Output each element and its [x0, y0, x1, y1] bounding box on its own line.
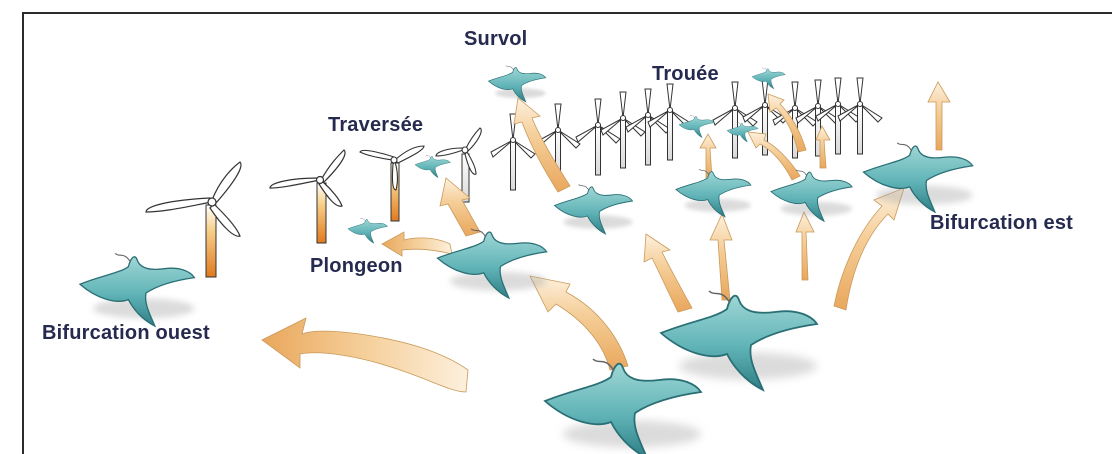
bird-icon — [80, 253, 194, 326]
bird-icon — [752, 68, 785, 89]
wind-turbine-icon — [648, 84, 692, 160]
wind-turbine-icon — [838, 78, 882, 154]
flight-arrow-icon — [644, 234, 692, 312]
label-bifurcation-est: Bifurcation est — [930, 212, 1073, 235]
label-plongeon: Plongeon — [310, 255, 403, 278]
flight-arrow-icon — [262, 318, 468, 392]
bird-icon — [555, 185, 633, 235]
bird-icon — [489, 66, 546, 102]
bird-icon — [438, 229, 547, 298]
bird-icon — [771, 170, 852, 221]
label-traversee: Traversée — [328, 114, 423, 137]
large-turbine-2 — [270, 150, 345, 243]
flight-arrow-icon — [710, 214, 732, 300]
bird-icon — [676, 169, 751, 217]
label-trouee: Trouée — [652, 63, 719, 86]
flight-arrow-icon — [700, 134, 716, 178]
wind-turbine-icon — [601, 92, 645, 168]
bird-icon — [545, 359, 701, 454]
flight-arrow-icon — [382, 232, 452, 256]
bird-icon — [348, 218, 388, 243]
label-bifurcation-ouest: Bifurcation ouest — [42, 322, 210, 345]
flight-arrow-icon — [514, 98, 570, 192]
wind-turbine-icon — [626, 89, 670, 165]
flight-arrow-icon — [928, 82, 950, 150]
flight-arrow-icon — [530, 276, 628, 370]
wind-turbine-icon — [576, 99, 620, 175]
label-survol: Survol — [464, 28, 527, 51]
large-turbine-1 — [146, 162, 241, 277]
wind-turbine-icon — [713, 82, 757, 158]
bird-icon — [415, 155, 450, 177]
large-turbine-3 — [360, 146, 424, 221]
wind-turbine-icon — [773, 82, 817, 158]
flight-arrow-icon — [440, 178, 480, 236]
flight-arrow-icon — [796, 212, 814, 280]
